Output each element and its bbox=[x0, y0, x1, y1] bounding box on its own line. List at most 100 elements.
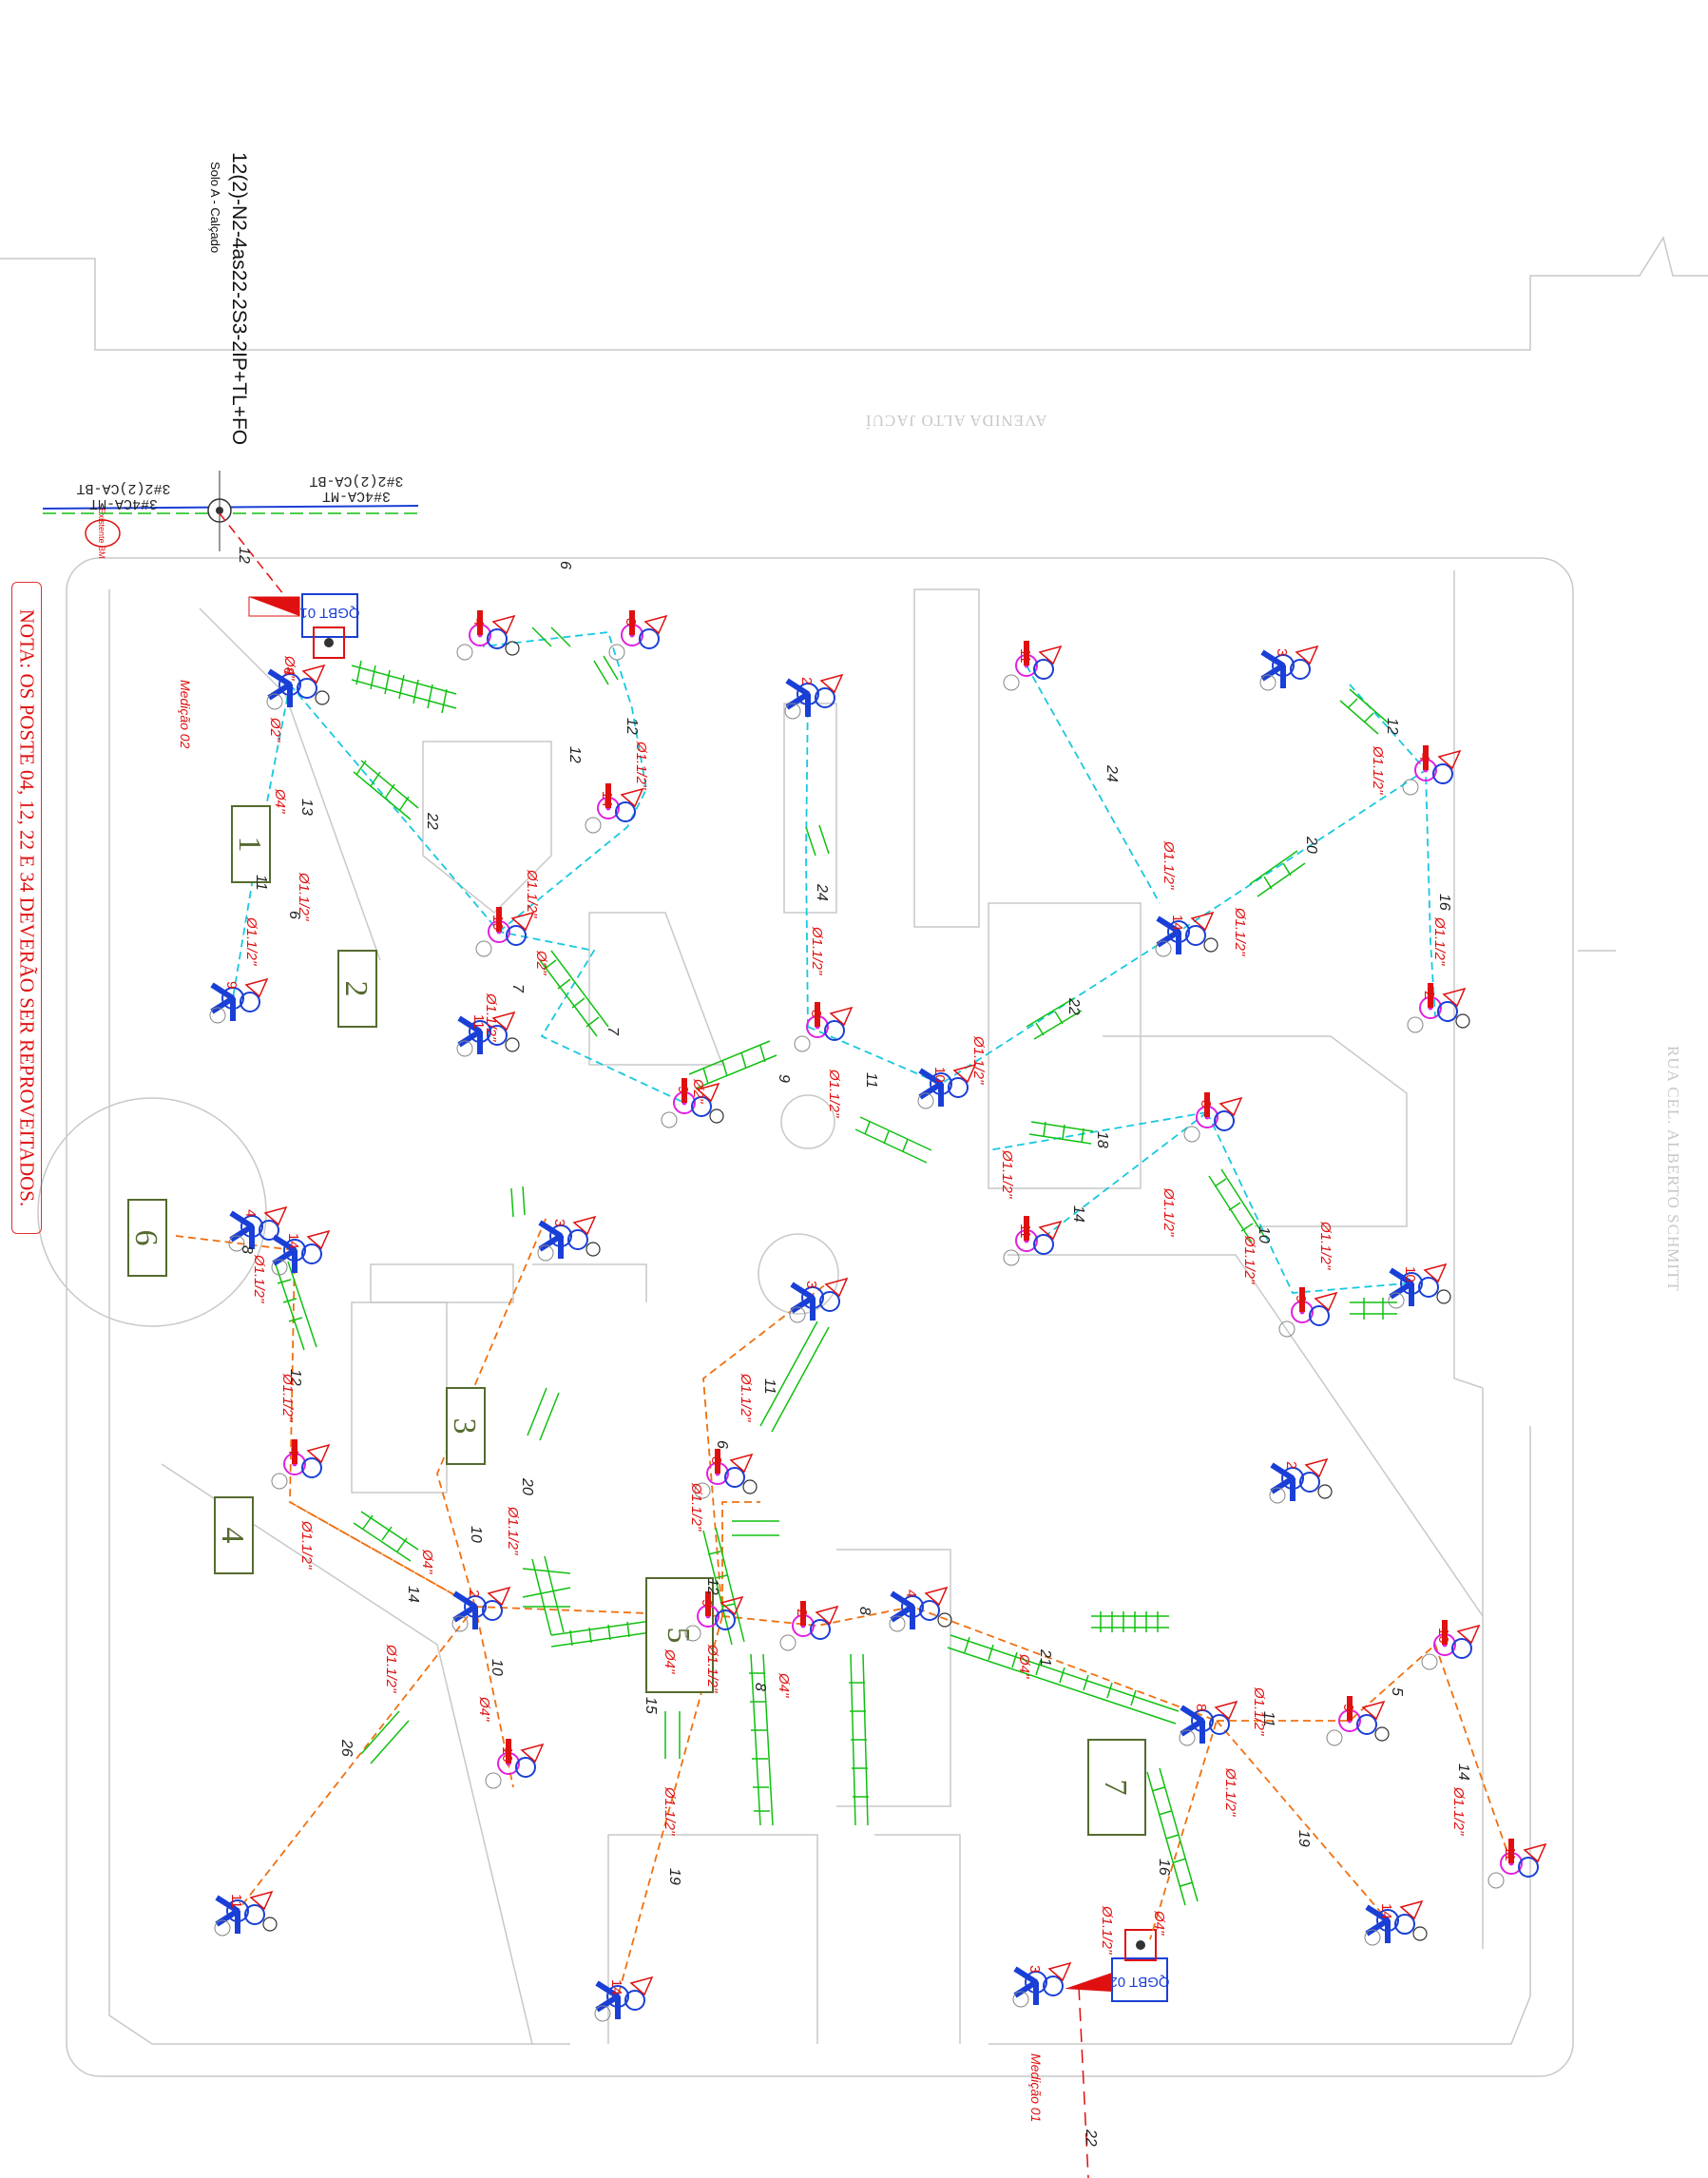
svg-text:16: 16 bbox=[1436, 894, 1452, 911]
luminaire-icon bbox=[457, 1015, 482, 1034]
meter-01-label: Medição 01 bbox=[1028, 2053, 1044, 2122]
svg-text:2: 2 bbox=[798, 677, 815, 684]
svg-text:6: 6 bbox=[714, 1440, 730, 1449]
svg-text:20: 20 bbox=[1303, 836, 1319, 854]
svg-text:9: 9 bbox=[675, 1086, 691, 1093]
svg-text:11: 11 bbox=[470, 1014, 487, 1030]
block-7-label: 7 bbox=[1098, 1780, 1133, 1796]
svg-text:Ø1.1/2": Ø1.1/2" bbox=[809, 926, 825, 975]
header-main: 12(2)-N2-4as22-2S3-2IP+TL+FO bbox=[228, 152, 250, 445]
svg-text:14: 14 bbox=[1169, 915, 1185, 931]
qgbt-02-label: QGBT 02 bbox=[1109, 1974, 1169, 1990]
luminaire-icon bbox=[538, 1233, 563, 1252]
ground-icon bbox=[937, 1612, 952, 1628]
luminaire-icon bbox=[1389, 1281, 1413, 1300]
svg-text:24: 24 bbox=[1103, 764, 1120, 782]
svg-text:15: 15 bbox=[643, 1697, 659, 1714]
svg-text:3: 3 bbox=[1027, 1965, 1043, 1973]
feeder-right-mt: 3#4CA-MT bbox=[322, 488, 391, 504]
pole-icon: 4 bbox=[1402, 745, 1462, 796]
svg-text:12: 12 bbox=[236, 547, 252, 564]
conduit-labels: Ø4" Ø2" Ø4" Ø1.1/2" Ø1.1/2" Ø1.1/2" Ø2" … bbox=[243, 655, 1467, 1955]
svg-text:8: 8 bbox=[1198, 1100, 1214, 1108]
svg-text:9: 9 bbox=[1340, 1704, 1356, 1711]
svg-text:Ø4": Ø4" bbox=[776, 1672, 792, 1698]
svg-text:7: 7 bbox=[509, 984, 526, 993]
svg-text:21: 21 bbox=[1037, 1648, 1053, 1667]
svg-text:13: 13 bbox=[298, 799, 315, 816]
svg-text:Ø1.1/2": Ø1.1/2" bbox=[662, 1786, 678, 1836]
ground-icon bbox=[742, 1479, 758, 1494]
ground-icon bbox=[505, 1037, 520, 1052]
pole-icon: 14 bbox=[1364, 1899, 1428, 1946]
ground-icon bbox=[505, 641, 520, 656]
pole-icon: 8 bbox=[266, 664, 330, 710]
luminaire-icon bbox=[1365, 1918, 1390, 1937]
pole-icon: 4 bbox=[271, 1439, 331, 1490]
svg-text:Ø1.1/2": Ø1.1/2" bbox=[1232, 907, 1248, 956]
svg-text:10: 10 bbox=[1402, 1266, 1418, 1282]
luminaire-icon bbox=[1270, 1462, 1295, 1481]
svg-text:20: 20 bbox=[519, 1477, 535, 1495]
feeder-left-mt: 3#4CA-MT bbox=[89, 495, 158, 511]
svg-text:12: 12 bbox=[1384, 718, 1400, 735]
svg-text:Ø1.1/2": Ø1.1/2" bbox=[524, 869, 540, 918]
svg-text:2: 2 bbox=[1421, 991, 1437, 998]
luminaire-icon bbox=[890, 1604, 914, 1623]
luminaire-icon bbox=[1260, 649, 1285, 668]
luminaire-icon bbox=[595, 1980, 620, 1999]
svg-text:22: 22 bbox=[1083, 2129, 1099, 2147]
luminaire-icon bbox=[1156, 929, 1180, 948]
svg-text:22: 22 bbox=[1065, 997, 1082, 1015]
svg-text:19: 19 bbox=[666, 1868, 682, 1885]
luminaire-icon bbox=[538, 1220, 563, 1239]
svg-text:14: 14 bbox=[285, 1233, 301, 1249]
cable-ladders bbox=[275, 626, 1397, 1906]
luminaire-icon bbox=[1156, 916, 1180, 935]
svg-text:Ø1.1/2": Ø1.1/2" bbox=[704, 1644, 720, 1693]
street-outlines bbox=[0, 236, 1708, 2077]
block-4-label: 4 bbox=[215, 1528, 250, 1544]
luminaire-icon bbox=[785, 691, 810, 710]
svg-text:12: 12 bbox=[566, 746, 583, 763]
circuit-qgbt01 bbox=[232, 631, 1436, 1294]
poles: 8910111434289101114342891011143428910111… bbox=[209, 610, 1547, 2022]
pole-icon: 11 bbox=[1487, 1839, 1547, 1889]
svg-text:Ø1.1/2": Ø1.1/2" bbox=[1317, 1221, 1334, 1270]
block-2-label: 2 bbox=[338, 981, 374, 997]
pole-icon: 14 bbox=[271, 1229, 331, 1276]
pole-icon: 11 bbox=[1003, 641, 1063, 691]
svg-text:Ø1.1/2": Ø1.1/2" bbox=[505, 1506, 521, 1555]
pole-icon: 8 bbox=[794, 1002, 854, 1052]
luminaire-icon bbox=[229, 1224, 254, 1243]
svg-text:Ø1.1/2": Ø1.1/2" bbox=[688, 1482, 704, 1532]
pole-icon: 9 bbox=[1326, 1696, 1390, 1746]
svg-text:3: 3 bbox=[623, 618, 639, 626]
luminaire-icon bbox=[272, 1247, 297, 1266]
luminaire-icon bbox=[1260, 663, 1285, 682]
luminaire-icon bbox=[452, 1590, 477, 1609]
existing-bm-icon bbox=[85, 519, 121, 548]
luminaire-icon bbox=[1389, 1267, 1413, 1286]
svg-text:10: 10 bbox=[1256, 1226, 1272, 1243]
svg-text:Ø1.1/2": Ø1.1/2" bbox=[1161, 1187, 1177, 1237]
svg-text:10: 10 bbox=[1435, 1628, 1451, 1644]
svg-text:8: 8 bbox=[1193, 1704, 1209, 1711]
svg-text:24: 24 bbox=[814, 883, 830, 901]
street-label-right: RUA CEL. ALBERTO SCHMITT bbox=[1664, 1046, 1682, 1292]
svg-text:Ø1.1/2": Ø1.1/2" bbox=[1099, 1905, 1115, 1955]
svg-text:14: 14 bbox=[1070, 1205, 1086, 1223]
svg-text:Ø4": Ø4" bbox=[1016, 1653, 1032, 1679]
svg-text:12: 12 bbox=[624, 718, 640, 735]
block-6-label: 6 bbox=[128, 1230, 163, 1246]
pole-icon: 14 bbox=[1155, 911, 1219, 957]
pole-icon: 3 bbox=[1012, 1961, 1072, 2008]
ground-icon bbox=[1203, 937, 1219, 953]
svg-text:14: 14 bbox=[1455, 1764, 1471, 1781]
svg-text:Ø1.1/2": Ø1.1/2" bbox=[251, 1254, 267, 1303]
svg-text:18: 18 bbox=[1094, 1131, 1110, 1148]
svg-text:4: 4 bbox=[1416, 753, 1432, 761]
ground-icon bbox=[1455, 1013, 1470, 1029]
pole-icon: 2 bbox=[784, 673, 844, 720]
pole-icon: 10 bbox=[917, 1063, 977, 1109]
